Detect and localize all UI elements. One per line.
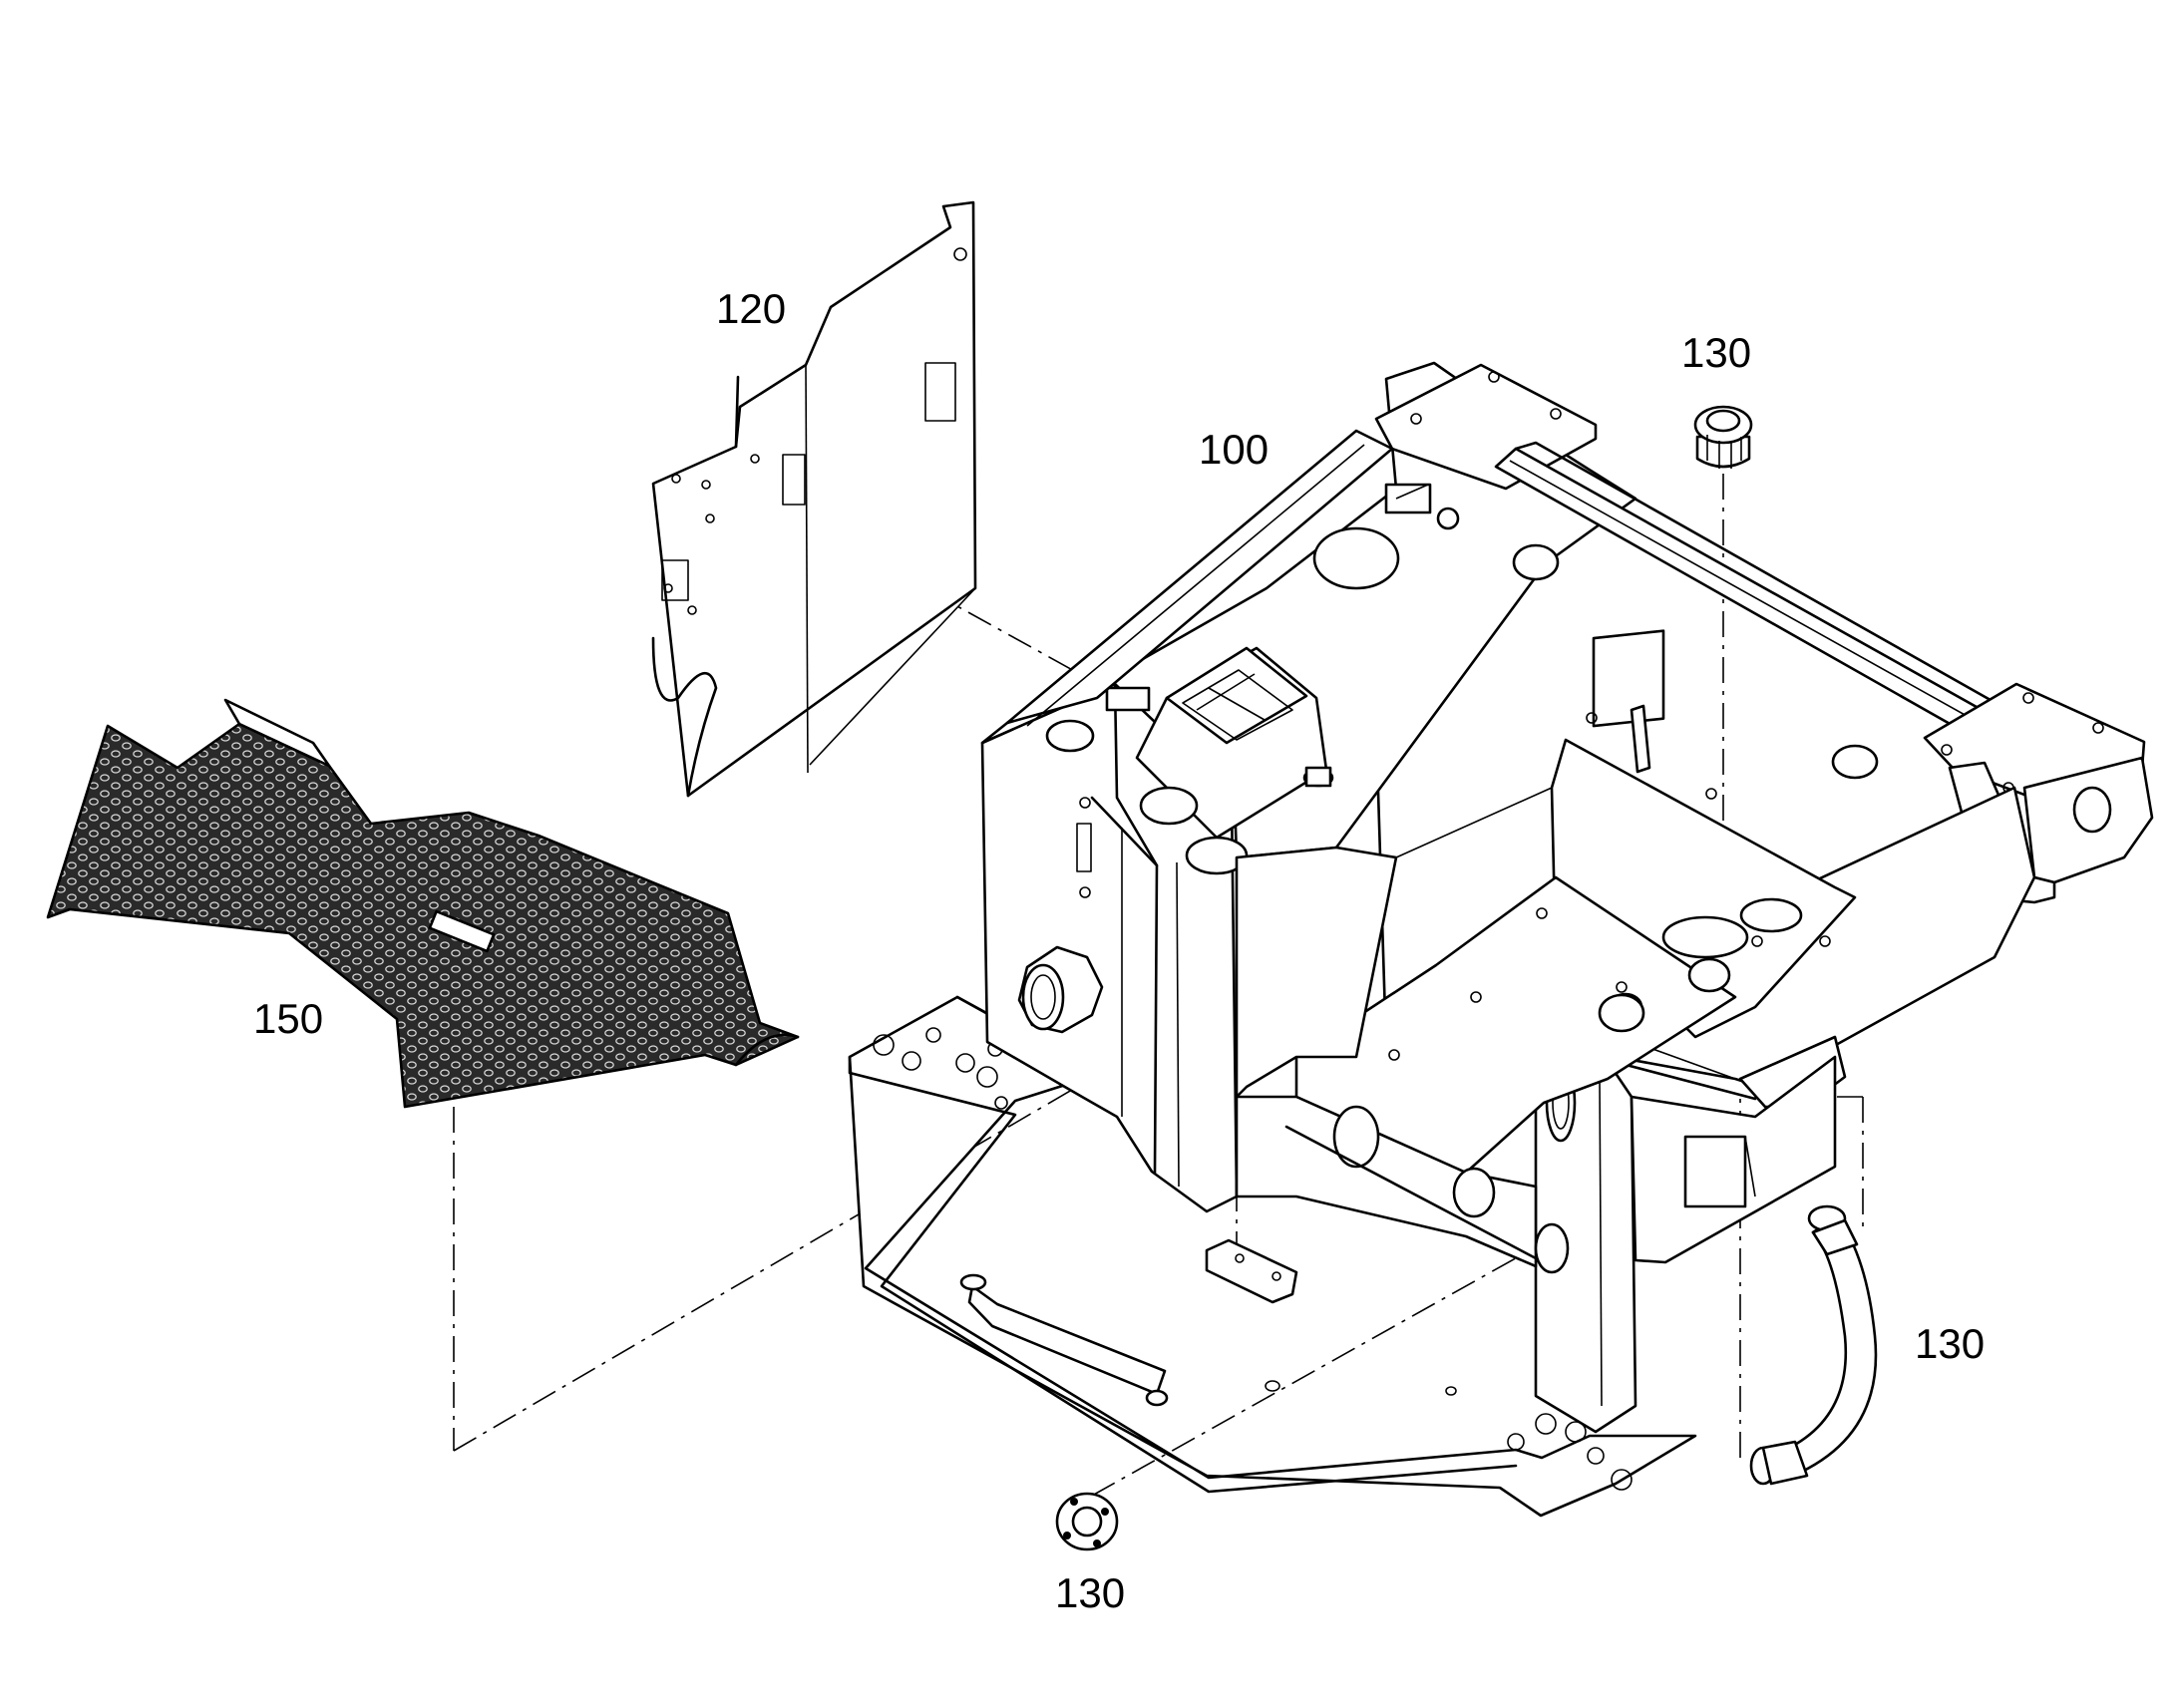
floor-mat-150: [46, 698, 800, 1109]
side-panel-120: [651, 200, 977, 798]
label-130-top: 130: [1681, 329, 1751, 376]
callout-labels: 100 120 130 130 130 150: [253, 285, 1985, 1616]
cap-130-bottom: [1055, 1492, 1119, 1551]
label-130-bottom: 130: [1055, 1569, 1125, 1616]
label-150: 150: [253, 995, 323, 1042]
cap-130-top: [1693, 405, 1753, 469]
hose-130: [1749, 1204, 1878, 1486]
label-130-hose: 130: [1915, 1320, 1985, 1367]
main-frame-100: [848, 361, 2154, 1518]
label-120: 120: [716, 285, 786, 332]
label-100: 100: [1199, 426, 1269, 473]
